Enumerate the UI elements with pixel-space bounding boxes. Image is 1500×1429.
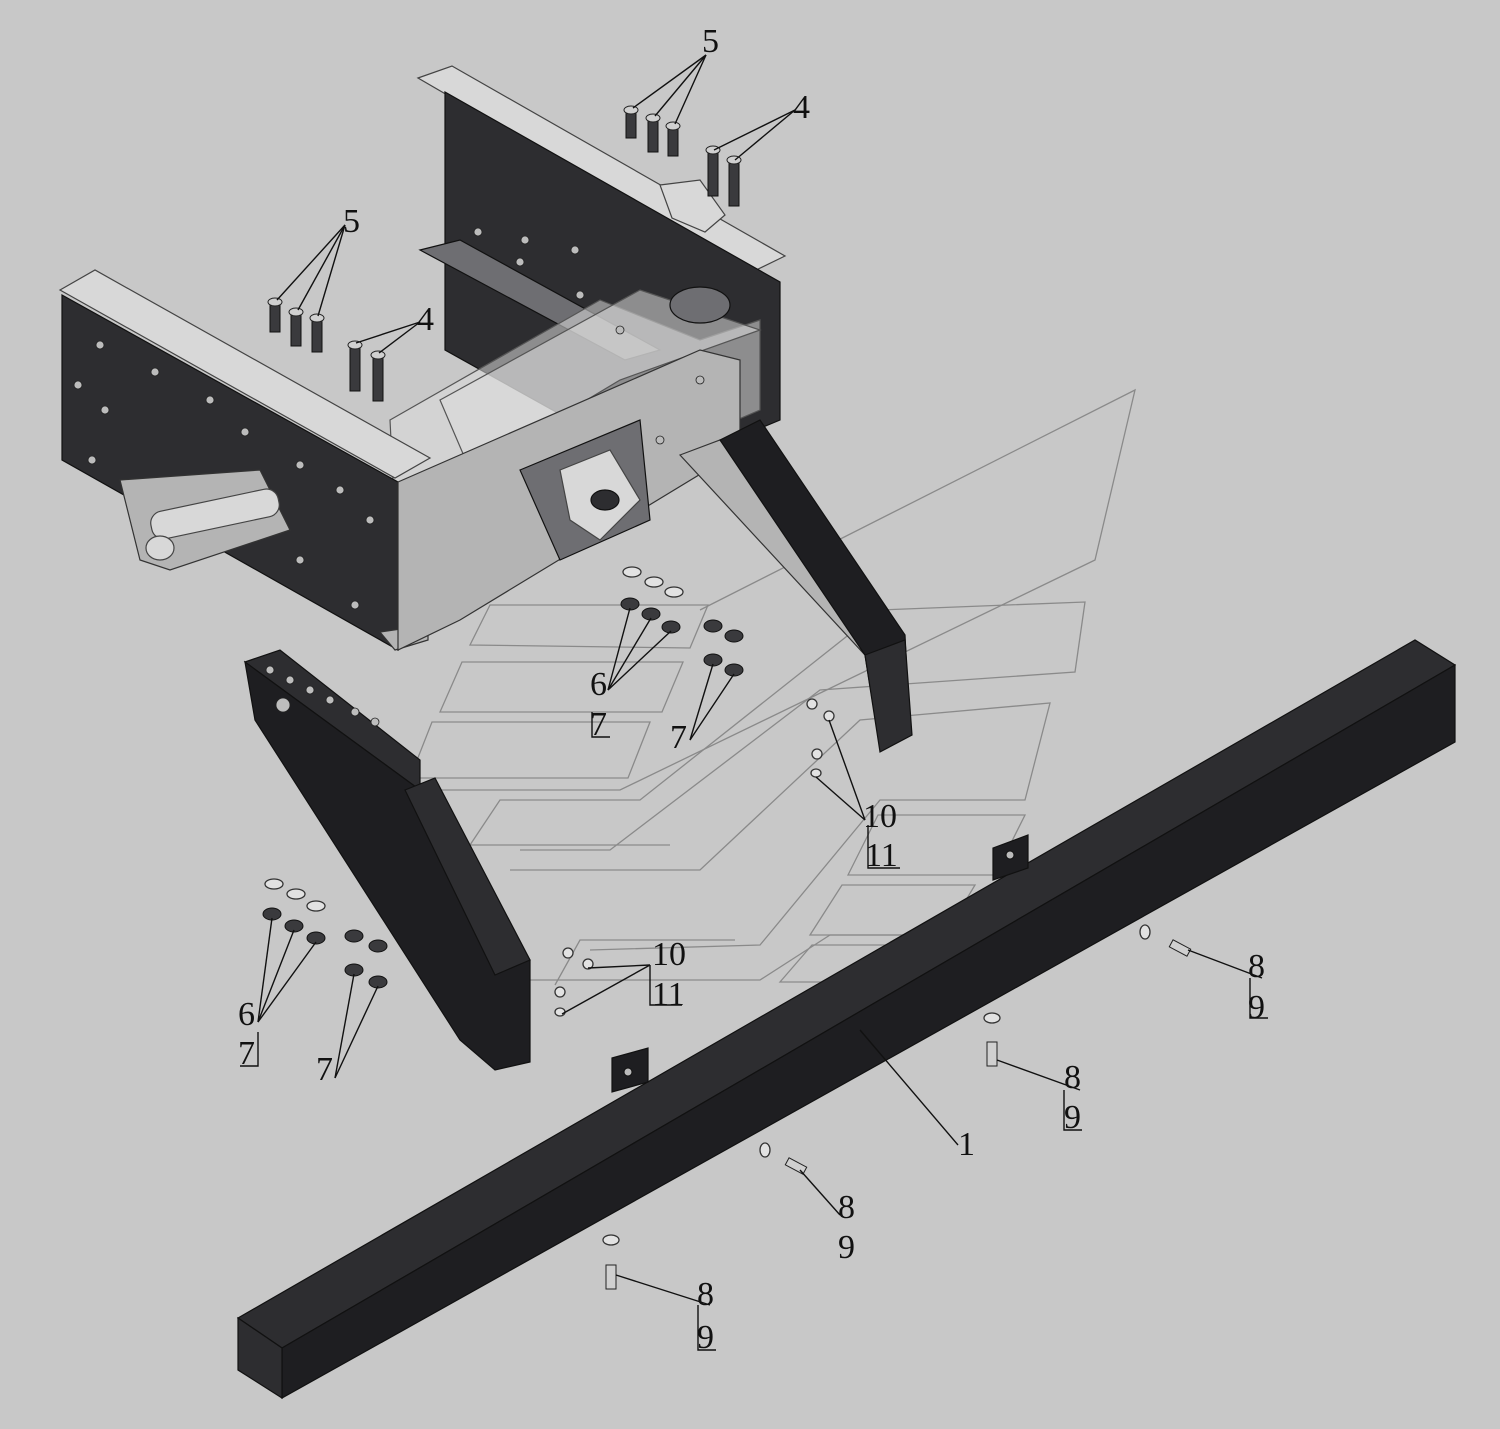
callout-4-upper: 4 <box>793 89 810 126</box>
callout-labels: 5 4 5 4 6 7 7 10 11 10 11 6 7 7 8 9 8 9 … <box>238 23 1265 1356</box>
callout-7-upper-right: 7 <box>670 719 687 756</box>
washers-10-11-right <box>806 698 835 778</box>
hitch-hole <box>590 489 620 511</box>
callout-7-lower-right: 7 <box>316 1051 333 1088</box>
callout-6-lower: 6 <box>238 996 255 1033</box>
callout-9-b: 9 <box>1064 1099 1081 1136</box>
callout-10-left: 10 <box>652 936 686 973</box>
callout-5-upper: 5 <box>702 23 719 60</box>
callout-9-d: 9 <box>697 1319 714 1356</box>
washers-nuts-upper <box>620 566 744 677</box>
left-support-arm <box>243 649 531 1071</box>
right-support-arm <box>678 419 913 753</box>
bolt-8-9-c <box>759 1142 808 1175</box>
callout-9-a: 9 <box>1248 989 1265 1026</box>
rear-plate-holes <box>473 227 705 445</box>
beam-end-face <box>237 1316 283 1400</box>
callout-10-right: 10 <box>863 798 897 835</box>
crank-shaft <box>150 488 280 540</box>
callout-11-right: 11 <box>865 837 898 874</box>
callout-8-b: 8 <box>1064 1059 1081 1096</box>
upper-frame-assembly <box>58 65 787 652</box>
callout-7-upper: 7 <box>590 706 607 743</box>
leader-lines <box>240 54 1268 1351</box>
callout-7-lower: 7 <box>238 1035 255 1072</box>
callout-6-upper: 6 <box>590 666 607 703</box>
washers-10-11-left <box>554 947 594 1017</box>
callout-4-lower: 4 <box>417 301 434 338</box>
bolts-5-upper <box>623 105 681 157</box>
left-arm-holes <box>265 665 380 727</box>
callout-1: 1 <box>958 1126 975 1163</box>
shaft-end <box>145 535 175 561</box>
front-rail-flange <box>58 269 432 479</box>
bolt-8-9-b <box>983 1012 1001 1067</box>
bolts-5-lower <box>267 297 325 353</box>
lower-beam <box>236 639 1457 1400</box>
bolt-8-9-d <box>602 1234 620 1290</box>
callout-11-left: 11 <box>652 976 685 1013</box>
callout-5-lower: 5 <box>343 203 360 240</box>
callout-8-c: 8 <box>838 1189 855 1226</box>
left-arm-face <box>404 777 531 976</box>
callout-9-c: 9 <box>838 1229 855 1266</box>
bolt-8-9-a <box>1139 924 1192 957</box>
callout-8-d: 8 <box>697 1276 714 1313</box>
tube-opening <box>669 286 731 324</box>
right-arm-end <box>864 639 913 753</box>
left-arm-body <box>244 660 531 1071</box>
bolts-4-lower <box>347 340 386 402</box>
callout-8-a: 8 <box>1248 948 1265 985</box>
front-plate-holes <box>73 340 375 610</box>
